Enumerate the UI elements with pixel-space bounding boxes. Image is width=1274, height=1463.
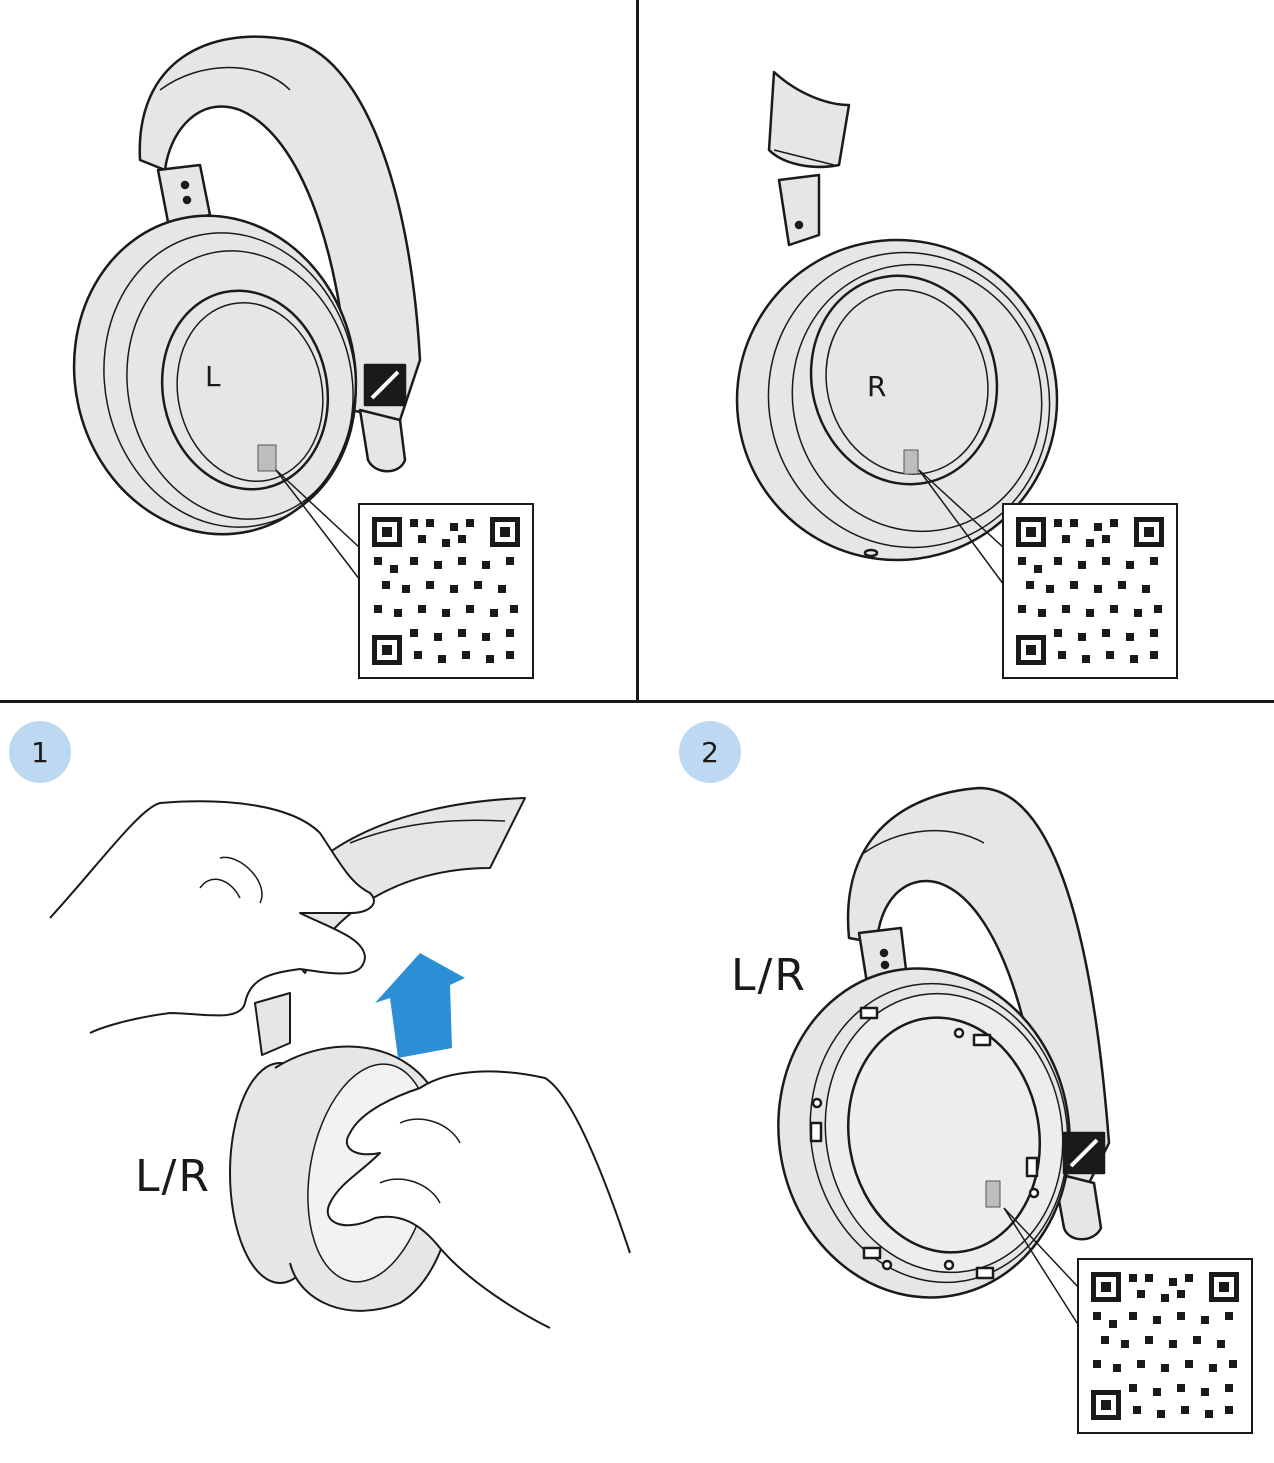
earcup-side-label: L/R	[135, 1151, 211, 1202]
qr-code-icon	[358, 503, 534, 679]
qr-code-pattern	[372, 517, 520, 665]
qr-code-icon	[1002, 503, 1178, 679]
earcup-side-letter: R	[867, 370, 887, 403]
panel-left-earcup: L	[0, 0, 636, 700]
step-number-badge: 2	[679, 721, 741, 783]
qr-code-pattern	[1016, 517, 1164, 665]
left-headphone-illustration	[72, 35, 422, 581]
vertical-divider	[636, 0, 639, 702]
step-number-badge: 1	[9, 721, 71, 783]
earcup-side-letter: L	[205, 360, 221, 393]
horizontal-divider	[0, 700, 1274, 703]
qr-code-icon	[1077, 1258, 1253, 1434]
arrow-up-right-icon	[375, 953, 465, 1058]
panel-step-1: 1 L/R	[0, 703, 636, 1463]
right-headphone-illustration	[735, 70, 1059, 586]
remove-earpad-illustration	[49, 797, 631, 1329]
qr-code-pattern	[1091, 1272, 1239, 1420]
earcup-side-label: L/R	[731, 950, 807, 1001]
panel-step-2: 2	[639, 703, 1274, 1463]
earcup-without-pad-illustration	[777, 786, 1111, 1327]
panel-right-earcup: R	[639, 0, 1274, 700]
